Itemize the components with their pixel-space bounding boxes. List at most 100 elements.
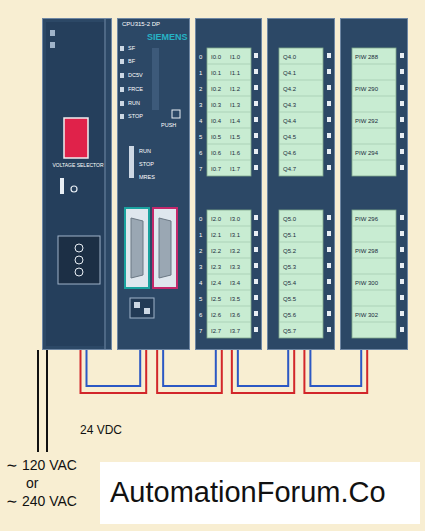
channel-address: I3.2 xyxy=(230,248,240,255)
cpu-label: STOP xyxy=(128,113,143,119)
digital-input-module: 0I0.0I1.01I0.1I1.12I0.2I1.23I0.3I1.34I0.… xyxy=(195,18,262,350)
cpu-label: CPU315-2 DP xyxy=(122,21,160,28)
channel-address: I1.7 xyxy=(230,166,240,173)
cpu-label: DC5V xyxy=(128,72,143,78)
cpu-label: SIEMENS xyxy=(147,33,188,43)
push-button xyxy=(172,110,180,118)
channel-address: Q5.3 xyxy=(283,264,296,271)
dp-port xyxy=(153,208,177,288)
wire-loop xyxy=(304,350,367,393)
channel-address: I0.1 xyxy=(211,70,221,77)
analog-input-module: PIW 288PIW 290PIW 292PIW 294PIW 296PIW 2… xyxy=(340,18,408,350)
analog-module-body xyxy=(340,18,408,350)
channel-address: Q5.7 xyxy=(283,328,296,335)
channel-address: 4 xyxy=(199,118,202,125)
voltage-label: 24 VDC xyxy=(80,424,122,437)
channel-address: 6 xyxy=(199,150,202,157)
channel-address: PIW 296 xyxy=(355,216,378,223)
channel-address: I1.0 xyxy=(230,54,240,61)
channel-address: I3.3 xyxy=(230,264,240,271)
channel-address: I3.5 xyxy=(230,296,240,303)
channel-address: Q4.6 xyxy=(283,150,296,157)
cpu-label: SF xyxy=(128,45,135,51)
supply-wire xyxy=(37,350,39,452)
channel-address: 0 xyxy=(199,216,202,223)
channel-address: I2.0 xyxy=(211,216,221,223)
psu-body xyxy=(42,18,112,350)
channel-address: I2.1 xyxy=(211,232,221,239)
channel-address: PIW 288 xyxy=(355,54,378,61)
channel-address: 5 xyxy=(199,296,202,303)
channel-address: I2.4 xyxy=(211,280,221,287)
selector-label: VOLTAGE SELECTOR xyxy=(49,163,107,169)
channel-address: I1.4 xyxy=(230,118,240,125)
channel-address: I3.4 xyxy=(230,280,240,287)
channel-address: PIW 300 xyxy=(355,280,378,287)
channel-address: I0.6 xyxy=(211,150,221,157)
channel-address: PIW 298 xyxy=(355,248,378,255)
channel-address: PIW 292 xyxy=(355,118,378,125)
channel-address: I1.2 xyxy=(230,86,240,93)
channel-address: Q5.4 xyxy=(283,280,296,287)
channel-address: I3.1 xyxy=(230,232,240,239)
channel-address: I0.4 xyxy=(211,118,221,125)
channel-address: I3.0 xyxy=(230,216,240,223)
channel-address: Q4.0 xyxy=(283,54,296,61)
channel-address: Q5.0 xyxy=(283,216,296,223)
channel-address: 4 xyxy=(199,280,202,287)
channel-address: 0 xyxy=(199,54,202,61)
channel-address: I0.5 xyxy=(211,134,221,141)
cpu-label: MRES xyxy=(139,174,155,180)
channel-address: Q4.2 xyxy=(283,86,296,93)
channel-address: I0.2 xyxy=(211,86,221,93)
channel-address: PIW 302 xyxy=(355,312,378,319)
channel-address: Q4.1 xyxy=(283,70,296,77)
supply-label: ∼ 240 VAC xyxy=(6,494,77,509)
channel-address: 3 xyxy=(199,102,202,109)
channel-address: I1.5 xyxy=(230,134,240,141)
digital-output-module: Q4.0Q4.1Q4.2Q4.3Q4.4Q4.5Q4.6Q4.7Q5.0Q5.1… xyxy=(267,18,335,350)
channel-address: Q4.3 xyxy=(283,102,296,109)
cpu-label: PUSH xyxy=(161,122,176,128)
supply-wire xyxy=(46,350,48,452)
watermark-box: AutomationForum.Co xyxy=(100,462,420,524)
output-module-body xyxy=(267,18,335,350)
channel-address: 2 xyxy=(199,86,202,93)
channel-address: Q5.5 xyxy=(283,296,296,303)
wire-loop xyxy=(81,350,147,393)
channel-address: I2.6 xyxy=(211,312,221,319)
channel-address: Q5.6 xyxy=(283,312,296,319)
channel-address: Q5.1 xyxy=(283,232,296,239)
memory-slot xyxy=(152,48,159,110)
cpu-label: RUN xyxy=(128,100,140,106)
mode-switch xyxy=(129,146,134,178)
channel-address: I2.7 xyxy=(211,328,221,335)
wire-loop xyxy=(232,350,294,393)
supply-label: ∼ 120 VAC xyxy=(6,458,77,473)
input-module-body xyxy=(195,18,262,350)
watermark-text: AutomationForum.Co xyxy=(110,477,386,509)
terminal-block xyxy=(58,236,100,284)
channel-address: I2.3 xyxy=(211,264,221,271)
mpi-port xyxy=(125,208,149,288)
power-supply-module: VOLTAGE SELECTOR xyxy=(42,18,112,350)
channel-address: I3.6 xyxy=(230,312,240,319)
channel-address: 5 xyxy=(199,134,202,141)
channel-address: 3 xyxy=(199,264,202,271)
channel-address: PIW 294 xyxy=(355,150,378,157)
channel-address: PIW 290 xyxy=(355,86,378,93)
cpu-label: FRCE xyxy=(128,86,143,92)
channel-address: 7 xyxy=(199,328,202,335)
cpu-label: STOP xyxy=(139,161,154,167)
channel-address: I1.1 xyxy=(230,70,240,77)
channel-address: 1 xyxy=(199,232,202,239)
cpu-body xyxy=(117,18,190,350)
channel-address: 2 xyxy=(199,248,202,255)
channel-address: 7 xyxy=(199,166,202,173)
channel-address: Q4.5 xyxy=(283,134,296,141)
channel-address: I2.5 xyxy=(211,296,221,303)
channel-address: I0.7 xyxy=(211,166,221,173)
cpu-module: CPU315-2 DPSIEMENSSFBFDC5VFRCERUNSTOPPUS… xyxy=(117,18,190,350)
channel-address: 6 xyxy=(199,312,202,319)
channel-address: I1.3 xyxy=(230,102,240,109)
